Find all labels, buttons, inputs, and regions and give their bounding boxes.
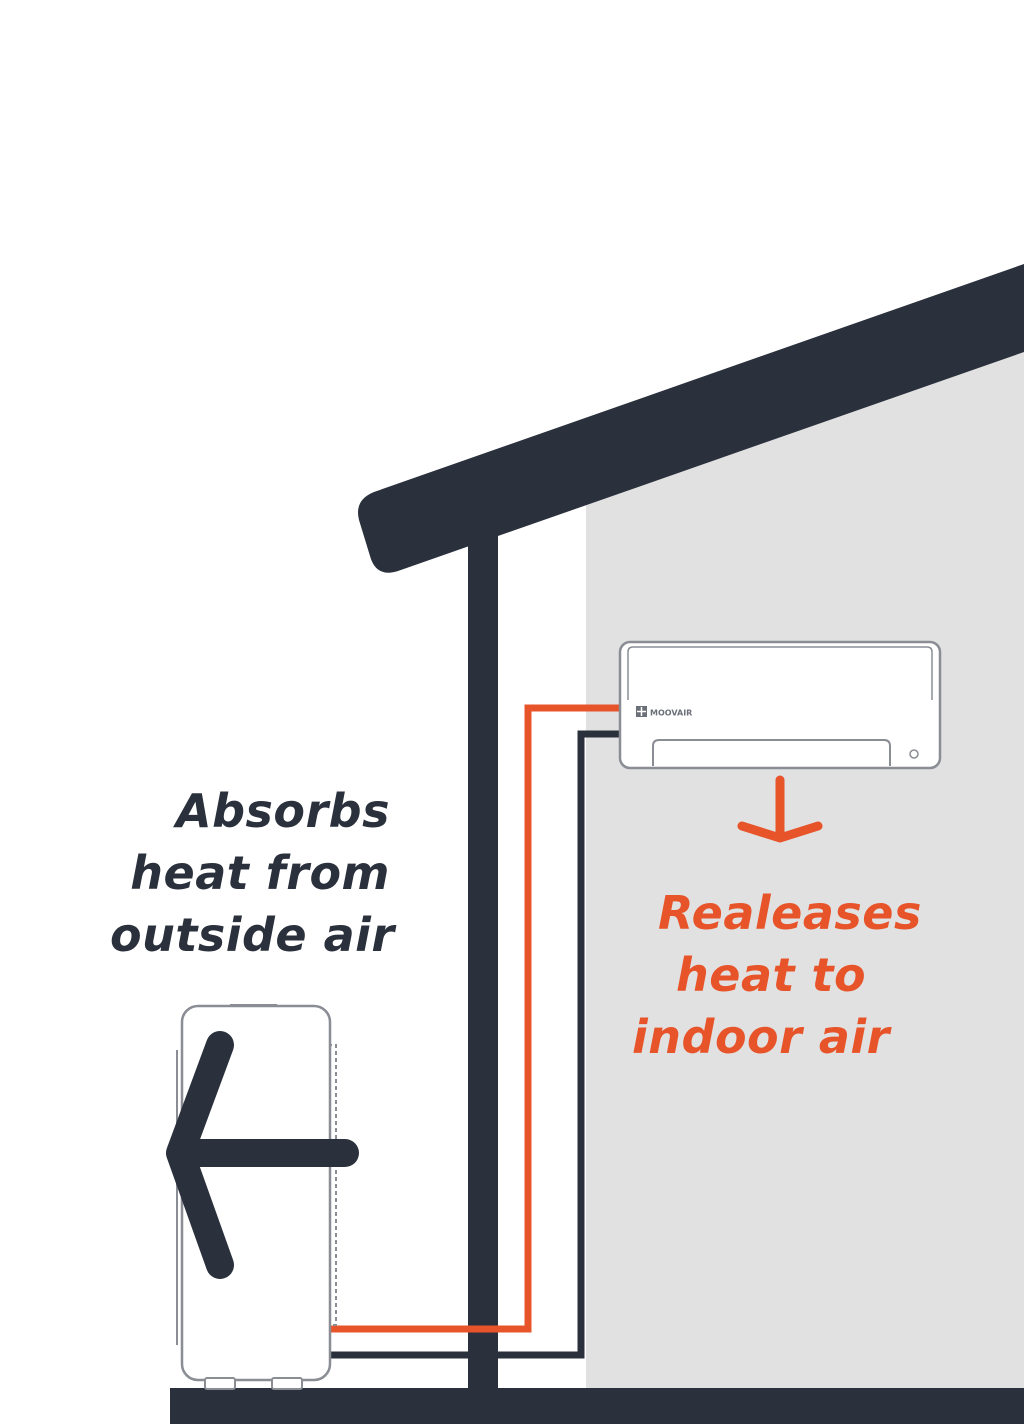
indoor-label: Realeases heat to indoor air [632,882,932,1068]
arrow-down-icon [737,775,823,843]
wall-post [468,530,498,1400]
outdoor-label: Absorbs heat from outside air [110,780,395,966]
indoor-label-line: Realeases [658,886,922,940]
cold-refrigerant-pipe [313,730,622,1359]
outdoor-unit [176,1004,337,1390]
arrow-left-icon [166,1031,359,1279]
indoor-label-line: heat to [676,948,867,1002]
indoor-unit-vent-flap [652,739,891,766]
roof [358,264,1024,573]
indoor-unit-body [618,640,942,770]
outdoor-label-line: outside air [110,908,395,962]
indoor-unit: MOOVAIR [618,640,942,770]
moovair-logo-icon [636,706,647,717]
indoor-unit-top-panel [627,646,933,700]
indoor-label-line: indoor air [632,1010,890,1064]
outdoor-label-line: heat from [130,846,390,900]
outdoor-unit-foot-right [271,1377,303,1390]
outdoor-unit-foot-left [204,1377,236,1390]
outdoor-label-line: Absorbs [175,784,390,838]
interior-wall [586,345,1024,1424]
ground [170,1388,1024,1424]
indoor-unit-indicator-light [909,749,919,759]
hot-refrigerant-pipe [310,704,622,1333]
brand-name: MOOVAIR [650,709,692,718]
